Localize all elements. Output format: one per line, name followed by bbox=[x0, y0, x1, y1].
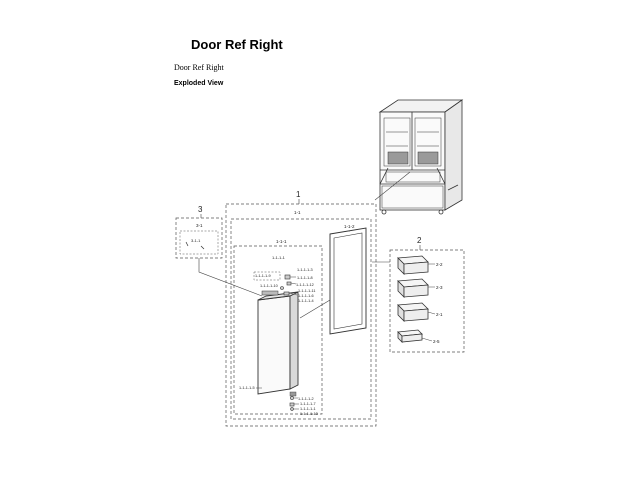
group-2-box bbox=[389, 249, 465, 353]
part-leader-lines bbox=[256, 276, 299, 410]
label-1-1-1-1-10: 1-1-1-1-10 bbox=[260, 284, 278, 288]
page-subtitle: Door Ref Right bbox=[174, 63, 224, 72]
label-1-1-1-1-6: 1-1-1-1-6 bbox=[298, 294, 314, 298]
handle-parts bbox=[185, 241, 205, 250]
group-3-box bbox=[175, 217, 223, 259]
label-1-1-1-1-1: 1-1-1-1-1 bbox=[300, 407, 316, 411]
label-1-1-1-1-8: 1-1-1-1-8 bbox=[297, 276, 313, 280]
callout-3-1: 3-1 bbox=[196, 223, 203, 228]
callout-group-1: 1 bbox=[296, 190, 301, 199]
label-1-1-1-1-2: 1-1-1-1-2 bbox=[298, 397, 314, 401]
callout-3-1-1: 3-1-1 bbox=[191, 238, 201, 243]
refrigerator-overview bbox=[378, 99, 464, 215]
label-bin-2-2: 2-2 bbox=[436, 262, 443, 267]
view-label: Exploded View bbox=[174, 80, 224, 87]
callout-1-1-2: 1-1-2 bbox=[344, 224, 355, 229]
door-bin-2-3 bbox=[397, 278, 429, 298]
page-title: Door Ref Right bbox=[191, 37, 283, 52]
door-bin-2-5 bbox=[397, 329, 423, 343]
callout-group-2: 2 bbox=[417, 236, 422, 245]
callout-group-3: 3 bbox=[198, 205, 203, 214]
label-bin-2-3: 2-3 bbox=[436, 285, 443, 290]
label-1-1-1-1-4: 1-1-1-1-4 bbox=[298, 299, 314, 303]
bin-leader-lines bbox=[421, 263, 436, 342]
overview-leader-lines bbox=[374, 171, 411, 201]
hinge-parts bbox=[280, 274, 295, 411]
label-bin-2-5: 2-5 bbox=[433, 339, 440, 344]
label-1-1-1-1-12: 1-1-1-1-12 bbox=[296, 283, 314, 287]
callout-1-1-1-1: 1-1-1-1 bbox=[272, 255, 286, 260]
label-1-1-1-1-5: 1-1-1-1-5 bbox=[239, 386, 255, 390]
door-bin-2-1 bbox=[397, 302, 429, 322]
bin-labels: 2-2 2-3 2-1 2-5 bbox=[433, 262, 443, 344]
label-1-1-1-1-7: 1-1-1-1-7 bbox=[300, 402, 316, 406]
door-gasket bbox=[329, 227, 367, 335]
label-bin-2-1: 2-1 bbox=[436, 312, 443, 317]
callout-1-1: 1-1 bbox=[294, 210, 301, 215]
part-labels: 1-1-1-1-3 1-1-1-1-9 1-1-1-1-8 1-1-1-1-12… bbox=[239, 268, 318, 416]
door-bin-2-2 bbox=[397, 255, 429, 275]
label-1-1-1-1-13: 1-1-1-1-13 bbox=[300, 412, 318, 416]
door-panel bbox=[257, 290, 299, 397]
label-1-1-1-1-9: 1-1-1-1-9 bbox=[255, 274, 271, 278]
group-1-boxes bbox=[225, 203, 377, 427]
door-bins bbox=[397, 255, 429, 343]
callout-1-1-1: 1-1-1 bbox=[276, 239, 287, 244]
label-1-1-1-1-3: 1-1-1-1-3 bbox=[297, 268, 313, 272]
label-1-1-1-1-11: 1-1-1-1-11 bbox=[298, 289, 315, 293]
